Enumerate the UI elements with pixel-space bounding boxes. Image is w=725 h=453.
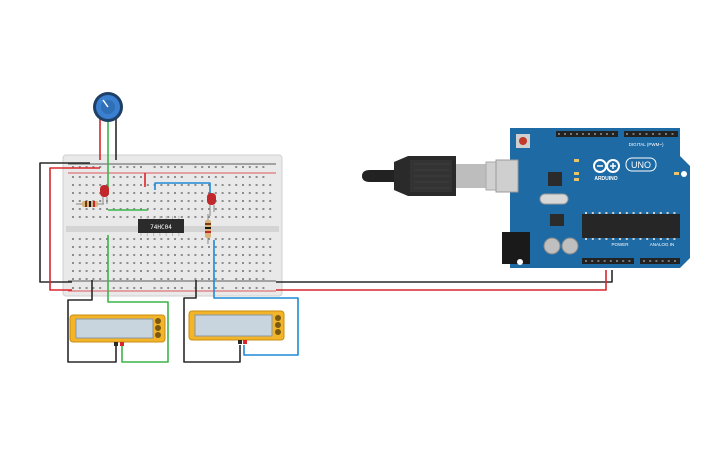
multimeter-1-v-terminal xyxy=(120,342,124,346)
power-label: POWER xyxy=(611,242,629,247)
breadboard-holes xyxy=(72,166,272,289)
analog-header xyxy=(640,258,680,264)
digital-header-2 xyxy=(624,131,678,137)
wire-left-black xyxy=(39,162,90,283)
power-header xyxy=(582,258,634,264)
wire-mm1-green xyxy=(107,235,169,363)
multimeter-2-v-terminal xyxy=(243,340,247,344)
arduino-logo xyxy=(593,159,620,173)
led-2[interactable] xyxy=(207,193,216,216)
arduino-model: UNO xyxy=(631,160,651,170)
potentiometer[interactable] xyxy=(93,92,123,122)
reset-button[interactable] xyxy=(519,137,527,145)
usb-cable[interactable] xyxy=(362,156,511,196)
wire-mm2-black xyxy=(183,280,241,363)
arduino-uno[interactable]: ARDUINO UNO DIGITAL (PWM~) POWER ANALOG … xyxy=(495,128,690,268)
resistor-2[interactable] xyxy=(205,214,211,244)
wire-left-red xyxy=(49,167,100,291)
wire-mm1-black xyxy=(67,280,117,363)
resistor-1[interactable] xyxy=(76,201,104,207)
digital-label: DIGITAL (PWM~) xyxy=(629,142,664,147)
digital-header-1 xyxy=(556,131,618,137)
led-1[interactable] xyxy=(100,185,109,204)
wire-5v-arduino xyxy=(276,270,607,291)
multimeter-1-com-terminal xyxy=(114,342,118,346)
ic-chip[interactable]: 74HC04 xyxy=(138,216,184,236)
wire-blue-top xyxy=(154,182,211,197)
wire-mm2-blue xyxy=(213,240,299,356)
multimeter-2[interactable] xyxy=(188,310,285,344)
multimeter-2-com-terminal xyxy=(238,340,242,344)
multimeter-1[interactable] xyxy=(69,314,166,346)
wires xyxy=(39,118,613,363)
analog-label: ANALOG IN xyxy=(650,242,675,247)
ic-label: 74HC04 xyxy=(150,224,172,231)
arduino-logo-text: ARDUINO xyxy=(594,176,617,182)
wire-gnd-arduino xyxy=(276,270,613,283)
atmega-chip xyxy=(582,214,680,238)
